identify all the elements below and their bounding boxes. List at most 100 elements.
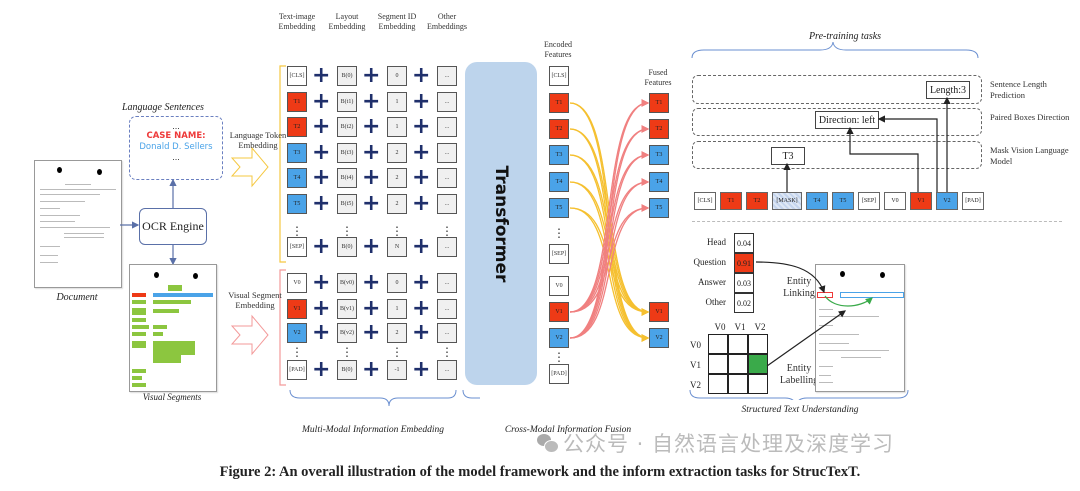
segment-id-cell: 2	[387, 143, 407, 163]
fused-feature-token: T2	[649, 119, 669, 139]
grid-cell	[748, 374, 768, 394]
pretraining-token: [CLS]	[694, 192, 716, 210]
fused-feature-token: T5	[649, 198, 669, 218]
document-hole-icon	[154, 272, 159, 278]
entity-linking-label: Entity Linking	[783, 276, 815, 299]
fused-feature-token: T3	[649, 145, 669, 165]
entity-labelling-arrow	[766, 310, 846, 367]
watermark: 公众号 · 自然语言处理及深度学习	[537, 428, 894, 458]
visual-segment-embedding-label: Visual Segment Embedding	[228, 290, 282, 310]
vertical-ellipsis-icon: ⋮	[441, 345, 453, 359]
entity-class-label: Other	[705, 297, 727, 307]
mask-token: [MASK]	[772, 192, 802, 210]
encoded-feature-token: T4	[549, 172, 569, 192]
encoded-feature-token: [CLS]	[549, 66, 569, 86]
plus-icon: +	[312, 234, 331, 259]
pretraining-token: V1	[910, 192, 932, 210]
structured-arrows	[689, 261, 909, 400]
structured-brace	[689, 389, 909, 400]
plus-icon: +	[312, 165, 331, 190]
encoded-feature-token: V1	[549, 302, 569, 322]
plus-icon: +	[412, 63, 431, 88]
fused-feature-token: T1	[649, 93, 669, 113]
segment-id-cell: 1	[387, 299, 407, 319]
segment	[132, 332, 146, 336]
segment-id-cell: 2	[387, 194, 407, 214]
ellipsis-bottom: ...	[172, 153, 180, 162]
visual-to-text-link	[569, 125, 650, 313]
segment	[153, 355, 181, 363]
plus-icon: +	[362, 357, 381, 382]
visual-to-text-link	[569, 204, 650, 339]
vertical-ellipsis-icon: ⋮	[441, 224, 453, 238]
pretraining-token: [PAD]	[962, 192, 984, 210]
text-image-token: V0	[287, 273, 307, 293]
grid-row-header: V1	[690, 360, 701, 370]
grid-cell	[728, 354, 748, 374]
plus-icon: +	[412, 191, 431, 216]
grid-cell	[728, 334, 748, 354]
linked-pair-cell	[748, 354, 768, 374]
visual-to-text-link	[569, 99, 650, 339]
embedding-column-header: Segment ID Embedding	[377, 12, 417, 31]
text-to-visual-link	[569, 207, 650, 316]
vertical-ellipsis-icon: ⋮	[391, 224, 403, 238]
document-text-lines	[819, 305, 899, 388]
task-label-mvlm: Mask Vision Language Model	[990, 145, 1069, 166]
segment	[132, 318, 146, 322]
fused-feature-token: V1	[649, 302, 669, 322]
plus-icon: +	[412, 270, 431, 295]
text-to-visual-link	[569, 128, 650, 316]
grid-cell	[748, 334, 768, 354]
figure-caption: Figure 2: An overall illustration of the…	[219, 464, 861, 480]
segment-title	[168, 285, 182, 291]
encoded-feature-token: T2	[549, 119, 569, 139]
encoded-feature-token: T5	[549, 198, 569, 218]
document-hole-icon	[193, 273, 198, 279]
visual-segments-label: Visual Segments	[142, 392, 202, 402]
segment	[153, 332, 163, 336]
visual-to-text-link	[569, 178, 650, 339]
layout-embedding-cell: B(0)	[337, 360, 357, 380]
encoded-feature-token: T3	[549, 145, 569, 165]
layout-embedding-cell: B(t3)	[337, 143, 357, 163]
pretraining-token: T5	[832, 192, 854, 210]
other-embedding-cell: ...	[437, 299, 457, 319]
entity-class-label: Answer	[698, 277, 726, 287]
language-token-embedding-label: Language Token Embedding	[229, 130, 287, 150]
vertical-ellipsis-icon: ⋮	[341, 345, 353, 359]
vertical-ellipsis-icon: ⋮	[291, 224, 303, 238]
plus-icon: +	[312, 270, 331, 295]
document-label: Document	[56, 292, 98, 303]
other-embedding-cell: ...	[437, 237, 457, 257]
plus-icon: +	[312, 357, 331, 382]
entity-class-probability: 0.02	[734, 293, 754, 313]
language-token-arrow-icon	[230, 146, 269, 188]
other-embedding-cell: ...	[437, 323, 457, 343]
plus-icon: +	[412, 357, 431, 382]
ocr-engine-box: OCR Engine	[139, 208, 207, 245]
segment-key-red	[132, 293, 146, 297]
entity-class-probability: 0.03	[734, 273, 754, 293]
pretraining-arrows	[783, 96, 951, 192]
text-to-visual-link	[569, 102, 650, 316]
grid-cell	[708, 354, 728, 374]
other-embedding-cell: ...	[437, 117, 457, 137]
plus-icon: +	[362, 140, 381, 165]
text-image-token: T4	[287, 168, 307, 188]
embedding-section-label: Multi-Modal Information Embedding	[302, 425, 444, 435]
pretraining-token: T2	[746, 192, 768, 210]
left-connectors	[120, 65, 480, 407]
case-name-text: CASE NAME:	[146, 131, 206, 141]
pretraining-title: Pre-training tasks	[808, 31, 882, 42]
transformer-label: Transformer	[491, 165, 511, 282]
visual-to-text-link	[569, 204, 650, 313]
encoded-features-label: Encoded Features	[544, 40, 572, 59]
other-embedding-cell: ...	[437, 66, 457, 86]
watermark-text: 公众号 · 自然语言处理及深度学习	[563, 432, 895, 456]
entity-class-label: Head	[707, 237, 726, 247]
wechat-icon	[537, 434, 559, 453]
language-bracket	[279, 65, 286, 263]
fusion-section-label: Cross-Modal Information Fusion	[504, 425, 632, 435]
plus-icon: +	[412, 296, 431, 321]
